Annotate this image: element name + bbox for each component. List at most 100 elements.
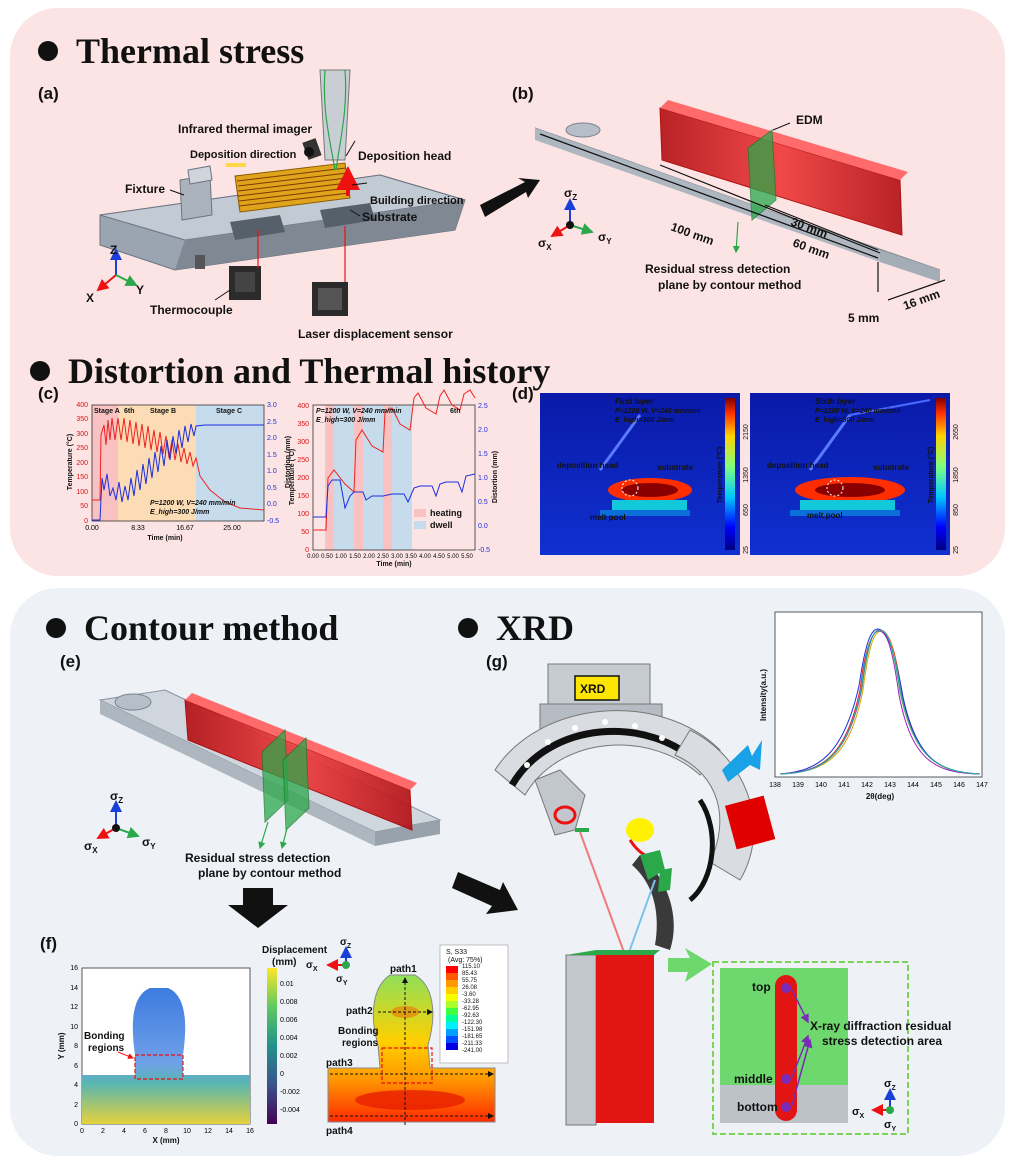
c2-x-ticks: 0.00 0.50 1.00 1.50 2.00 2.50 3.00 3.50 … [307,554,473,560]
c1-ylabel-left: Temperature (°C) [66,434,74,490]
svg-text:100: 100 [297,511,309,518]
svg-text:147: 147 [976,782,988,789]
f-xlabel: X (mm) [152,1136,179,1145]
f-path1: path1 [390,964,417,975]
d2-params: P=1200 W, V=240 mm/min [815,408,900,415]
d1-energy: E_high=300 J/mm [615,417,674,424]
svg-text:14: 14 [70,985,78,992]
d2-layer: Sixth layer [815,397,856,406]
c1-left-ticks: 0 50 100 150 200 250 300 350 400 [76,402,88,525]
svg-text:0: 0 [84,518,88,525]
svg-text:1850: 1850 [953,467,960,483]
dim-16mm: 16 mm [901,287,942,313]
f-legend-avg: (Avg: 75%) [448,957,483,964]
svg-text:2650: 2650 [953,424,960,440]
c2-xlabel: Time (min) [376,561,411,568]
label-edm: EDM [796,113,823,127]
xrd-x-ticks: 138 139 140 141 142 143 144 145 146 147 [769,782,988,789]
svg-text:50: 50 [301,529,309,536]
d2-energy: E_high=300 J/mm [815,417,874,424]
svg-text:0: 0 [74,1121,78,1128]
svg-text:2.0: 2.0 [267,435,277,442]
svg-text:1.0: 1.0 [478,475,488,482]
svg-text:2.5: 2.5 [478,403,488,410]
svg-text:100: 100 [76,489,88,496]
sigma-z-f: σZ [340,937,352,950]
svg-text:150: 150 [76,474,88,481]
panel-label-b: (b) [512,84,534,103]
c2-legend-dwell: dwell [430,520,453,530]
svg-text:16: 16 [70,965,78,972]
svg-text:0.50: 0.50 [321,554,333,560]
svg-text:-181.65: -181.65 [462,1034,483,1040]
svg-text:0: 0 [305,547,309,554]
sigma-x-f: σX [306,960,318,973]
svg-text:-151.98: -151.98 [462,1027,483,1033]
stage-a-band [92,405,118,521]
svg-text:50: 50 [80,503,88,510]
svg-text:0.01: 0.01 [280,981,294,988]
thermal-image-sixth-layer [750,393,950,555]
svg-text:-211.33: -211.33 [462,1041,483,1047]
svg-text:2.50: 2.50 [377,554,389,560]
dim-100mm: 100 mm [669,220,716,248]
svg-text:146: 146 [953,782,965,789]
label-plane-line1: Residual stress detection [645,262,790,276]
sigma-x-b: σX [538,236,552,252]
svg-text:1.5: 1.5 [267,452,277,459]
xrd-top: top [752,980,771,994]
c1-params1: P=1200 W, V=240 mm/min [150,500,235,507]
svg-text:139: 139 [792,782,804,789]
label-fixture: Fixture [125,182,165,196]
c2-legend-heating: heating [430,508,462,518]
svg-text:350: 350 [297,421,309,428]
c2-params2: E_high=300 J/mm [316,417,375,424]
xrd-peak-plot [774,611,983,778]
svg-text:142: 142 [861,782,873,789]
svg-text:138: 138 [769,782,781,789]
svg-text:12: 12 [70,1004,78,1011]
stage-c-band [196,405,264,521]
svg-text:200: 200 [76,460,88,467]
svg-text:1.50: 1.50 [349,554,361,560]
svg-text:2: 2 [101,1128,105,1135]
arrow-e-to-f [228,888,288,928]
panel-label-e: (e) [60,652,81,671]
d1-temp-label: Temperature (°C) [716,447,724,503]
c1-stage-a: Stage A [94,408,120,415]
svg-text:8: 8 [74,1043,78,1050]
sigma-y-g: σY [884,1119,897,1133]
svg-text:2.00: 2.00 [363,554,375,560]
d1-deposition-head: deposition head [557,461,618,470]
f-path2: path2 [346,1006,373,1017]
sigma-z-g: σZ [884,1078,897,1092]
svg-text:0.0: 0.0 [478,523,488,530]
d2-deposition-head: deposition head [767,461,828,470]
svg-text:300: 300 [76,431,88,438]
sigma-x-g: σX [852,1106,865,1120]
svg-text:141: 141 [838,782,850,789]
thermal-image-first-layer [540,393,740,555]
xrd-detail-box [712,961,909,1135]
svg-text:144: 144 [907,782,919,789]
c1-temperature-line [92,417,265,511]
svg-text:300: 300 [297,439,309,446]
arrow-a-to-b [480,178,540,217]
dim-5mm: 5 mm [848,311,879,325]
svg-text:8: 8 [164,1128,168,1135]
svg-text:-0.002: -0.002 [280,1089,300,1096]
arrow-e-to-xrd [452,872,518,914]
d2-melt-pool: melt pool [807,511,843,520]
svg-text:5.50: 5.50 [461,554,473,560]
svg-text:16.67: 16.67 [176,525,194,532]
sigma-y-f: σY [336,974,348,987]
svg-text:0.006: 0.006 [280,1017,298,1024]
c1-sixth: 6th [124,408,135,415]
f-path3: path3 [326,1058,353,1069]
svg-text:10: 10 [70,1024,78,1031]
svg-text:115.10: 115.10 [462,964,481,970]
panel-label-g: (g) [486,652,508,671]
svg-text:4.50: 4.50 [433,554,445,560]
svg-text:4.00: 4.00 [419,554,431,560]
svg-text:26.08: 26.08 [462,985,478,991]
